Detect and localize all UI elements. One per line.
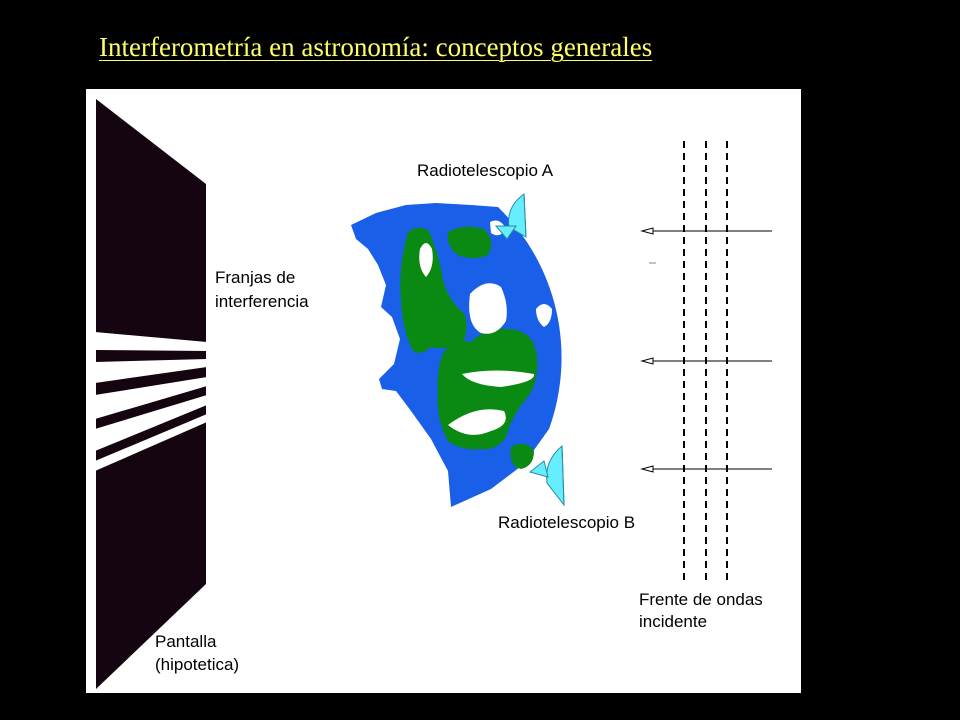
interferometry-diagram: Radiotelescopio A Radiotelescopio B Fran… (95, 99, 772, 689)
label-wavefront-line-2: incidente (639, 612, 707, 631)
fringe-5 (95, 414, 207, 471)
ice-patch-1 (419, 243, 433, 277)
fringe-2 (95, 359, 207, 383)
label-wavefront-line-1: Frente de ondas (639, 590, 763, 609)
label-radiotelescope-b: Radiotelescopio B (498, 513, 635, 532)
ice-patch-3 (462, 370, 535, 387)
fringe-1 (95, 332, 207, 351)
ice-patch-5 (536, 304, 552, 327)
fringe-3 (95, 377, 207, 419)
dish-b-icon (546, 444, 565, 507)
ray-middle (640, 357, 772, 365)
hypothetical-screen (95, 99, 207, 689)
label-screen-line-2: (hipotetica) (155, 655, 239, 674)
ice-patch-4 (448, 409, 506, 435)
mount-a-icon (494, 225, 517, 240)
fringe-4 (95, 395, 207, 451)
diagram-panel: Radiotelescopio A Radiotelescopio B Fran… (86, 89, 801, 693)
land-mass-1 (400, 227, 467, 353)
earth-globe (351, 203, 562, 507)
label-radiotelescope-a: Radiotelescopio A (417, 161, 554, 180)
ice-patch-2 (469, 283, 507, 334)
slide-title: Interferometría en astronomía: conceptos… (99, 32, 653, 62)
label-screen-line-1: Pantalla (155, 632, 217, 651)
arrow-left-icon (640, 357, 654, 365)
arrow-left-icon (640, 465, 654, 473)
radiotelescope-a (494, 193, 527, 240)
land-mass-4 (510, 443, 534, 469)
incoming-rays (640, 227, 772, 473)
label-fringes-line-2: interferencia (215, 292, 309, 311)
mount-b-icon (528, 460, 549, 478)
land-mass-2 (447, 226, 492, 258)
ray-bottom (640, 465, 772, 473)
arrow-left-icon (640, 227, 654, 235)
radiotelescope-b (528, 444, 565, 507)
ray-top (640, 227, 772, 235)
label-fringes-line-1: Franjas de (215, 268, 295, 287)
